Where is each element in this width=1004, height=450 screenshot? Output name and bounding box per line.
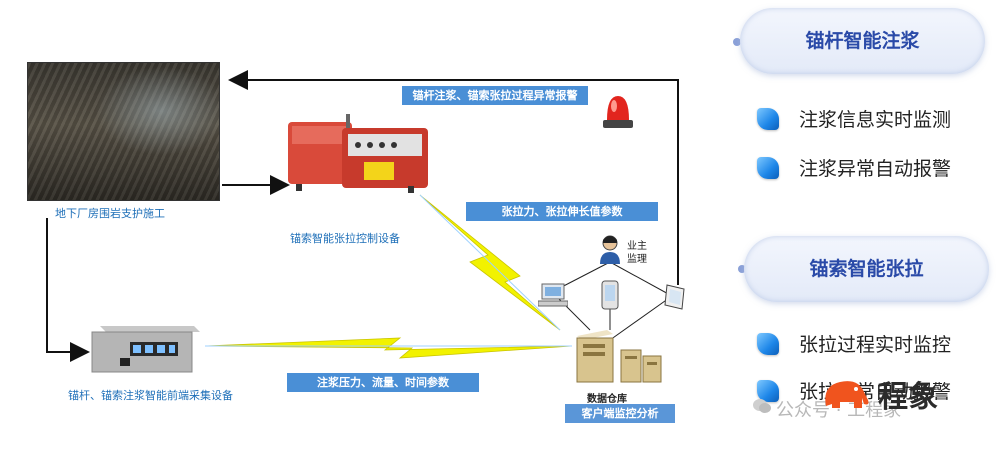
alarm-lamp-icon <box>601 90 635 132</box>
user-icon <box>597 234 623 264</box>
panel-dot <box>733 38 741 46</box>
tunnel-caption: 地下厂房围岩支护施工 <box>55 207 165 220</box>
leaf-bullet-icon <box>757 156 779 179</box>
feature-item: 注浆异常自动报警 <box>757 154 951 181</box>
client-monitoring-label: 客户端监控分析 <box>565 404 675 423</box>
grouting-panel-title: 锚杆智能注浆 <box>740 8 985 74</box>
wechat-icon <box>752 398 772 414</box>
alarm-feedback-line <box>228 70 679 285</box>
desktop-computer-icon <box>537 282 569 308</box>
server-icon <box>573 328 663 386</box>
feature-item: 张拉过程实时监控 <box>757 330 951 357</box>
feature-text: 张拉过程实时监控 <box>799 334 952 356</box>
tablet-icon <box>664 283 686 311</box>
tension-device-image <box>286 108 431 193</box>
leaf-bullet-icon <box>757 107 779 130</box>
alarm-label: 锚杆注浆、锚索张拉过程异常报警 <box>402 86 588 105</box>
grout-params-label: 注浆压力、流量、时间参数 <box>287 373 479 392</box>
tunnel-to-frontend-arrow <box>46 218 90 362</box>
leaf-bullet-icon <box>757 379 779 402</box>
tunnel-photo <box>27 62 220 201</box>
panel-dot <box>738 265 746 273</box>
feature-text: 注浆信息实时监测 <box>799 109 952 131</box>
lightning-grout-link <box>204 337 573 359</box>
feature-item: 注浆信息实时监测 <box>757 105 951 132</box>
watermark-text: 公众号 · 工程家 <box>776 400 902 421</box>
tension-params-label: 张拉力、张拉伸长值参数 <box>466 202 658 221</box>
tension-device-caption: 锚索智能张拉控制设备 <box>290 232 400 245</box>
elephant-logo-icon <box>818 374 872 414</box>
brand-logo-text: 程象 <box>878 380 938 415</box>
warehouse-label: 数据仓库 <box>587 394 627 405</box>
leaf-bullet-icon <box>757 332 779 355</box>
owner-supervision-label: 业主 监理 <box>627 241 647 265</box>
frontend-device-caption: 锚杆、锚索注浆智能前端采集设备 <box>68 389 233 402</box>
tension-panel-title: 锚索智能张拉 <box>744 236 989 302</box>
feature-text: 注浆异常自动报警 <box>799 158 952 180</box>
mobile-phone-icon <box>600 280 620 310</box>
frontend-device-image <box>90 320 202 376</box>
